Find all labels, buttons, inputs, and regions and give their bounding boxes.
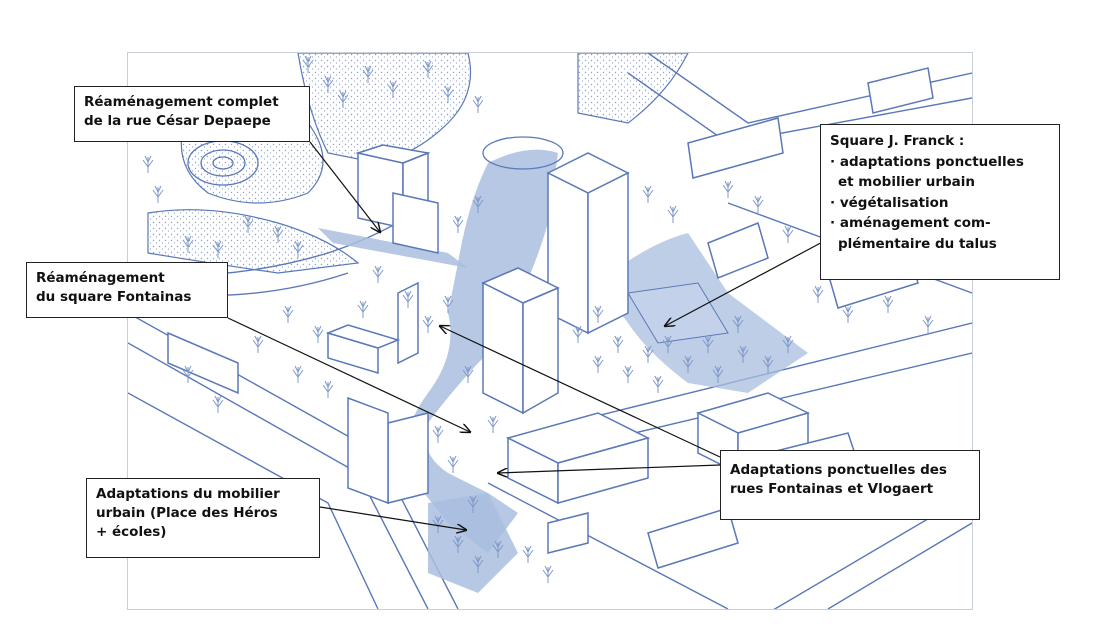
tree-icon: [467, 495, 479, 513]
tree-icon: [282, 305, 294, 323]
tree-icon: [302, 55, 314, 73]
tree-icon: [212, 240, 224, 258]
tree-icon: [452, 215, 464, 233]
tree-icon: [242, 215, 254, 233]
tree-icon: [737, 345, 749, 363]
tree-icon: [312, 325, 324, 343]
tree-icon: [472, 195, 484, 213]
callout-item: · aménagement com-: [830, 215, 991, 231]
tree-icon: [422, 315, 434, 333]
tree-icon: [357, 300, 369, 318]
tree-icon: [322, 380, 334, 398]
tree-icon: [362, 65, 374, 83]
callout-item: · végétalisation: [830, 194, 949, 211]
callout-fontainas-square: Réaménagement du square Fontainas: [26, 262, 228, 318]
tree-icon: [292, 240, 304, 258]
tree-icon: [592, 305, 604, 323]
tree-icon: [752, 195, 764, 213]
tree-icon: [337, 90, 349, 108]
tree-icon: [432, 425, 444, 443]
tree-icon: [402, 290, 414, 308]
callout-mobilier: Adaptations du mobilier urbain (Place de…: [86, 478, 320, 558]
tree-icon: [722, 180, 734, 198]
tree-icon: [842, 305, 854, 323]
tree-icon: [622, 365, 634, 383]
callout-line: de la rue César Depaepe: [84, 113, 271, 129]
callout-title: Square J. Franck :: [830, 133, 965, 149]
tree-icon: [322, 75, 334, 93]
tree-icon: [812, 285, 824, 303]
tree-icon: [542, 565, 554, 583]
tree-icon: [487, 415, 499, 433]
callout-item: · adaptations ponctuelles: [830, 153, 1024, 170]
tree-icon: [782, 335, 794, 353]
tree-icon: [452, 535, 464, 553]
tree-icon: [882, 295, 894, 313]
tree-icon: [652, 375, 664, 393]
callout-line: Réaménagement: [36, 270, 165, 286]
tree-icon: [152, 185, 164, 203]
callout-line: Réaménagement complet: [84, 94, 279, 110]
tree-icon: [762, 355, 774, 373]
callout-rues: Adaptations ponctuelles des rues Fontain…: [720, 450, 980, 520]
tree-icon: [292, 365, 304, 383]
tree-icon: [667, 205, 679, 223]
tree-icon: [782, 225, 794, 243]
callout-square-franck: Square J. Franck : · adaptations ponctue…: [820, 124, 1060, 280]
callout-line: du square Fontainas: [36, 289, 192, 305]
tree-icon: [612, 335, 624, 353]
callout-item: plémentaire du talus: [838, 235, 997, 252]
tree-icon: [387, 80, 399, 98]
tree-icon: [472, 555, 484, 573]
tree-icon: [442, 295, 454, 313]
tree-icon: [422, 60, 434, 78]
callout-line: + écoles): [96, 524, 167, 540]
tree-icon: [142, 155, 154, 173]
callout-line: rues Fontainas et Vlogaert: [730, 481, 934, 497]
stippled-green-areas: [147, 53, 689, 274]
callout-item: et mobilier urbain: [838, 174, 975, 190]
tree-icon: [492, 540, 504, 558]
tree-icon: [182, 365, 194, 383]
callout-line: urbain (Place des Héros: [96, 505, 278, 521]
tree-icon: [447, 455, 459, 473]
tree-icon: [272, 225, 284, 243]
callout-line: Adaptations ponctuelles des: [730, 462, 947, 478]
callout-cesar-depaepe: Réaménagement complet de la rue César De…: [74, 86, 310, 142]
callout-line: Adaptations du mobilier: [96, 486, 280, 502]
tree-icon: [592, 355, 604, 373]
tree-icon: [212, 395, 224, 413]
tree-icon: [642, 185, 654, 203]
tree-icon: [252, 335, 264, 353]
tree-icon: [922, 315, 934, 333]
tree-icon: [182, 235, 194, 253]
tree-icon: [372, 265, 384, 283]
tree-icon: [442, 85, 454, 103]
tree-icon: [522, 545, 534, 563]
tree-icon: [472, 95, 484, 113]
